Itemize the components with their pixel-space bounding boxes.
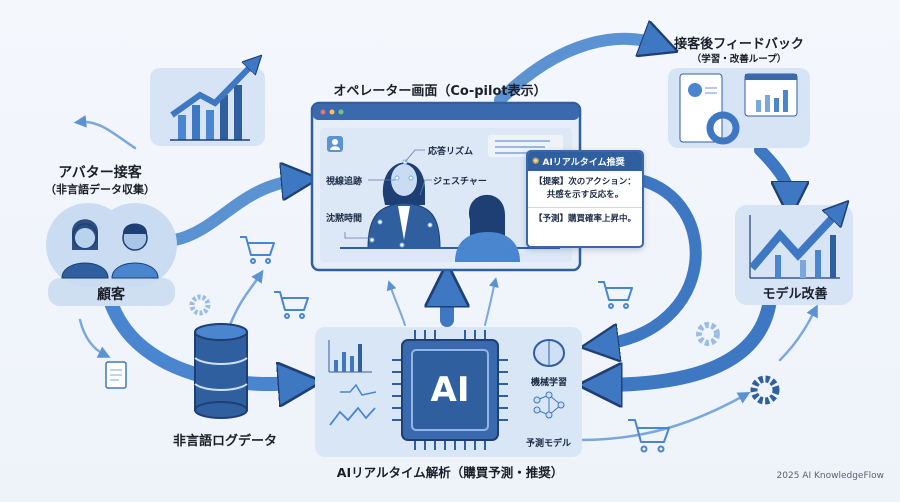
arrow-feedback-to-model [754, 144, 790, 200]
arrow-avatar-to-ai [103, 293, 300, 384]
database-icon [194, 323, 248, 419]
avatar-title: アバター接客 [58, 165, 142, 181]
feedback-subtitle: （学習・改善ループ） [691, 54, 787, 65]
arrow-recommendation-loop [600, 174, 702, 345]
lightbulb-icon: ✺ [532, 156, 540, 167]
document-icon [105, 361, 127, 389]
shopping-cart-icon [628, 419, 670, 453]
label-response-rhythm: 応答リズム [428, 147, 474, 157]
flow-arrows [73, 39, 818, 442]
model-improvement-label: モデル改善 [762, 287, 828, 302]
ai-analysis-title: AIリアルタイム解析（購買予測・推奨） [336, 465, 564, 480]
machine-learning-label: 機械学習 [531, 378, 568, 388]
gear-icon [750, 375, 780, 405]
avatar-subtitle: （非言語データ収集） [45, 183, 155, 196]
suggestion-line-1: 【提案】次のアクション： [534, 177, 636, 187]
operator-window [310, 101, 582, 272]
prediction-text: 【予測】購買確率上昇中。 [534, 214, 637, 224]
model-improvement-chart-icon [735, 205, 853, 305]
customer-label: 顧客 [97, 287, 125, 303]
shopping-cart-icon [598, 281, 633, 309]
growth-chart-icon [150, 62, 265, 146]
label-gaze-tracking: 視線追跡 [326, 177, 363, 187]
label-silence-time: 沈黙時間 [326, 214, 363, 224]
feedback-title: 接客後フィードバック [674, 37, 804, 52]
gear-icon [189, 294, 211, 316]
gear-icon [696, 322, 720, 346]
shopping-cart-icon [274, 291, 309, 319]
suggestion-line-2: 共感を示す反応を。 [546, 190, 624, 200]
arrow-operator-to-feedback [494, 39, 660, 106]
avatar-people-icon [46, 203, 177, 306]
report-icon [668, 68, 810, 148]
prediction-model-label: 予測モデル [526, 439, 572, 449]
ai-recommendation-card: ✺AIリアルタイム推奨 【提案】次のアクション： 共感を示す反応を。 【予測】購買… [526, 150, 644, 248]
operator-title: オペレーター画面（Co-pilot表示） [333, 84, 547, 99]
label-gesture: ジェスチャー [433, 177, 487, 187]
log-data-label: 非言語ログデータ [172, 434, 278, 449]
analysis-bar-chart-icon [328, 340, 372, 373]
ai-chip-icon [392, 330, 508, 450]
recommendation-header: AIリアルタイム推奨 [542, 158, 625, 168]
brain-icon [533, 339, 565, 367]
footer-credit: 2025 AI KnowledgeFlow [776, 471, 884, 481]
neural-network-icon [533, 391, 565, 419]
arrow-avatar-to-operator [169, 180, 300, 246]
shopping-cart-icon [240, 236, 275, 264]
ai-analysis-panel [315, 327, 582, 457]
ai-chip-label: AI [430, 370, 470, 410]
arrow-model-to-ai [600, 293, 777, 385]
